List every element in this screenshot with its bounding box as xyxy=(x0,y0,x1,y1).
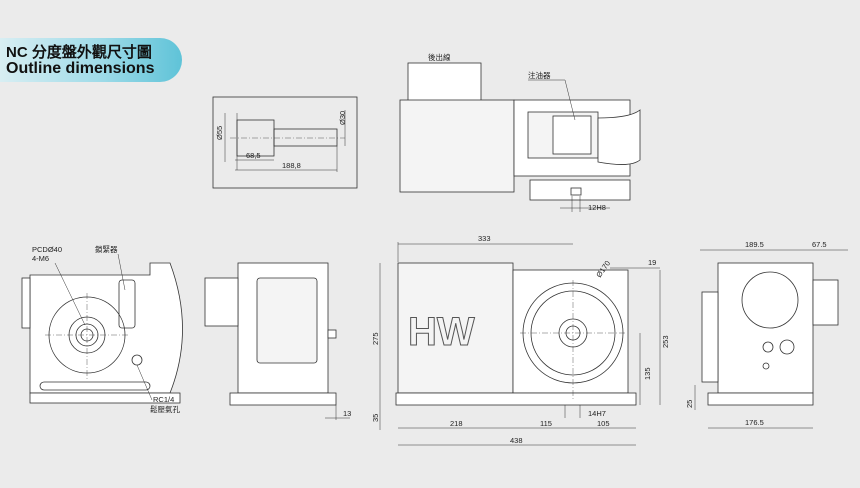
label-rear-cable: 後出線 xyxy=(428,52,451,62)
dim-253: 253 xyxy=(661,335,670,348)
brand-logo: HW xyxy=(408,310,475,354)
title-zh: NC 分度盤外觀尺寸圖 xyxy=(6,44,152,61)
dim-68-5: 68,5 xyxy=(246,151,261,160)
dim-438: 438 xyxy=(510,436,523,445)
dim-189-5: 189.5 xyxy=(745,240,764,249)
dim-105: 105 xyxy=(597,419,610,428)
dim-333: 333 xyxy=(478,234,491,243)
back-view: 13 xyxy=(204,262,351,420)
dim-188-8: 188,8 xyxy=(282,161,301,170)
title-banner xyxy=(0,38,182,82)
shaft-view: Ø55 Ø30 68,5 188,8 xyxy=(212,96,358,189)
dim-67-5: 67.5 xyxy=(812,240,827,249)
label-port-size: RC1/4 xyxy=(153,395,174,404)
title-en: Outline dimensions xyxy=(6,60,155,77)
right-view: 189.5 67.5 25 176.5 xyxy=(685,240,848,429)
label-oiler: 注油器 xyxy=(528,70,551,80)
dim-19: 19 xyxy=(648,258,656,267)
dim-13: 13 xyxy=(343,409,351,418)
dim-14h7: 14H7 xyxy=(588,409,606,418)
label-pcd: PCDØ40 xyxy=(32,245,62,254)
front-view: HW 333 Ø170 19 275 35 253 135 14H7 218 1… xyxy=(371,234,670,446)
dim-12h8: 12H8 xyxy=(588,203,606,212)
dim-25: 25 xyxy=(685,400,694,408)
dim-dia30: Ø30 xyxy=(338,111,347,125)
label-port: 鬆壓氣孔 xyxy=(150,404,180,414)
label-thread: 4-M6 xyxy=(32,254,49,263)
label-lock: 鎖緊器 xyxy=(95,244,118,254)
dim-176-5: 176.5 xyxy=(745,418,764,427)
dim-dia55: Ø55 xyxy=(215,126,224,140)
dim-275: 275 xyxy=(371,332,380,345)
dim-115: 115 xyxy=(540,419,552,428)
top-view: 後出線 注油器 12H8 xyxy=(399,52,641,212)
left-view: PCDØ40 4-M6 鎖緊器 RC1/4 鬆壓氣孔 xyxy=(21,244,183,414)
dim-35: 35 xyxy=(371,414,380,422)
dim-218: 218 xyxy=(450,419,463,428)
dim-135: 135 xyxy=(643,367,652,380)
